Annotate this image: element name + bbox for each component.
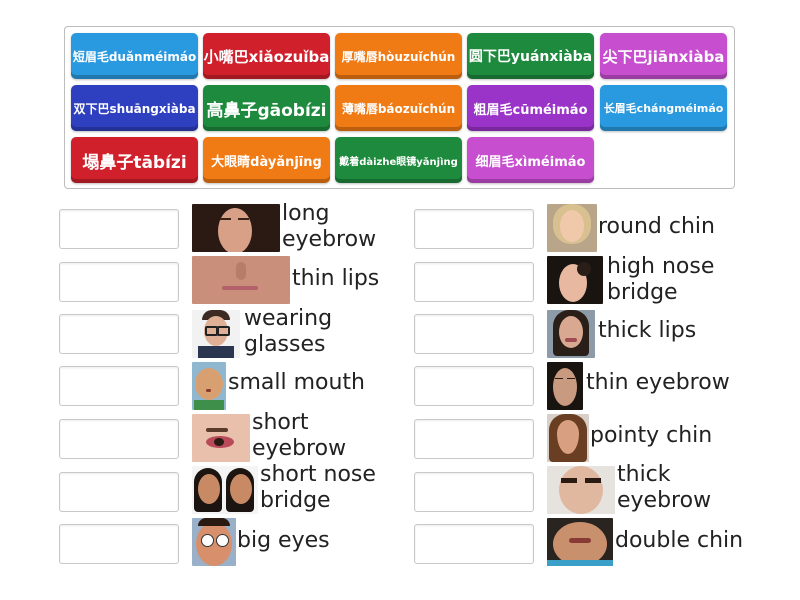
tile-xi-meimao[interactable]: 细眉毛xìméimáo (467, 137, 594, 183)
prompt-small-mouth: small mouth (228, 370, 365, 395)
tile-xiao-zuiba[interactable]: 小嘴巴xiǎozuǐba (203, 33, 330, 79)
face-thin-eyebrow-image (547, 362, 583, 410)
drop-box-high-nose-bridge[interactable] (414, 262, 534, 302)
drop-box-long-eyebrow[interactable] (59, 209, 179, 249)
prompt-double-chin: double chin (615, 528, 744, 553)
face-thin-lips-image (192, 256, 290, 304)
tile-bao-zuichun[interactable]: 薄嘴唇báozuǐchún (335, 85, 462, 131)
drop-box-pointy-chin[interactable] (414, 419, 534, 459)
tile-chang-meimao[interactable]: 长眉毛chángméimáo (600, 85, 727, 131)
face-short-eyebrow-image (192, 414, 250, 462)
prompt-thin-eyebrow: thin eyebrow (586, 370, 730, 395)
tile-yuan-xiaba[interactable]: 圆下巴yuánxiàba (467, 33, 594, 79)
drop-box-wearing-glasses[interactable] (59, 314, 179, 354)
drop-box-thin-lips[interactable] (59, 262, 179, 302)
prompt-pointy-chin: pointy chin (590, 423, 713, 448)
drop-box-big-eyes[interactable] (59, 524, 179, 564)
drop-box-short-nose-bridge[interactable] (59, 472, 179, 512)
face-wearing-glasses-image (192, 310, 240, 358)
drop-box-round-chin[interactable] (414, 209, 534, 249)
drop-box-short-eyebrow[interactable] (59, 419, 179, 459)
drop-box-double-chin[interactable] (414, 524, 534, 564)
tile-daizhe-yanjing[interactable]: 戴着dàizhe眼镜yǎnjìng (335, 137, 462, 183)
tile-duan-meimao[interactable]: 短眉毛duǎnméimáo (71, 33, 198, 79)
tile-bank: 短眉毛duǎnméimáo 小嘴巴xiǎozuǐba 厚嘴唇hòuzuǐchún… (64, 26, 735, 189)
face-thick-eyebrow-image (547, 466, 615, 514)
face-big-eyes-image (192, 518, 236, 566)
drop-box-small-mouth[interactable] (59, 366, 179, 406)
face-round-chin-image (547, 204, 597, 252)
face-thick-lips-image (547, 310, 595, 358)
drop-box-thin-eyebrow[interactable] (414, 366, 534, 406)
tile-hou-zuichun[interactable]: 厚嘴唇hòuzuǐchún (335, 33, 462, 79)
prompt-thin-lips: thin lips (292, 266, 380, 291)
face-small-mouth-image (192, 362, 226, 410)
tile-shuang-xiaba[interactable]: 双下巴shuāngxiàba (71, 85, 198, 131)
prompt-thick-lips: thick lips (598, 318, 697, 343)
tile-cu-meimao[interactable]: 粗眉毛cūméimáo (467, 85, 594, 131)
drop-box-thick-lips[interactable] (414, 314, 534, 354)
drop-box-thick-eyebrow[interactable] (414, 472, 534, 512)
tile-da-yanjing[interactable]: 大眼睛dàyǎnjīng (203, 137, 330, 183)
face-pointy-chin-image (547, 414, 589, 462)
tile-ta-bizi[interactable]: 塌鼻子tābízi (71, 137, 198, 183)
face-long-eyebrow-image (192, 204, 280, 252)
prompt-big-eyes: big eyes (237, 528, 330, 553)
tile-gao-bizi[interactable]: 高鼻子gāobízi (203, 85, 330, 131)
tile-jian-xiaba[interactable]: 尖下巴jiānxiàba (600, 33, 727, 79)
prompt-round-chin: round chin (598, 214, 715, 239)
face-double-chin-image (547, 518, 613, 566)
face-short-nose-bridge-image (192, 466, 258, 514)
face-high-nose-bridge-image (547, 256, 603, 304)
